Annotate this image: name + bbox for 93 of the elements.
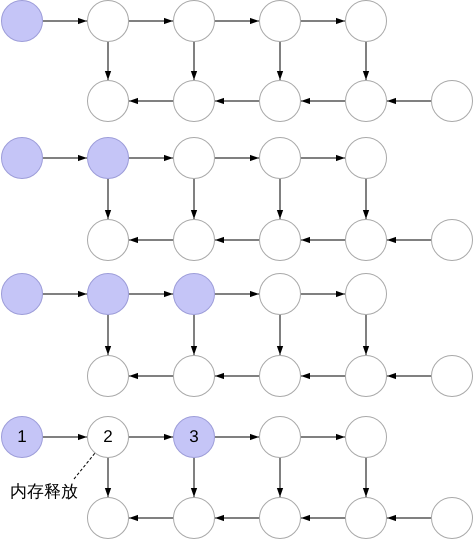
arrow xyxy=(386,372,432,380)
circle xyxy=(345,416,387,458)
circle xyxy=(345,355,387,397)
circle xyxy=(87,497,129,539)
circle xyxy=(431,80,473,122)
arrow xyxy=(276,42,284,80)
arrow xyxy=(128,290,174,298)
arrow xyxy=(104,314,112,356)
arrow xyxy=(128,154,174,162)
arrow xyxy=(362,314,370,356)
filled-circle xyxy=(87,273,129,315)
circle xyxy=(87,0,129,42)
arrow xyxy=(104,458,112,498)
arrow xyxy=(214,434,260,440)
arrow xyxy=(128,236,174,244)
arrow xyxy=(128,372,174,380)
circle xyxy=(87,416,129,458)
arrow xyxy=(276,458,284,498)
circle xyxy=(345,80,387,122)
arrow xyxy=(300,98,346,104)
arrow xyxy=(300,514,346,522)
circle xyxy=(431,355,473,397)
arrow xyxy=(42,290,88,298)
circle xyxy=(431,497,473,539)
circle xyxy=(173,80,215,122)
arrow xyxy=(300,372,346,380)
circle xyxy=(259,355,301,397)
circle xyxy=(345,219,387,261)
circle xyxy=(259,219,301,261)
filled-circle xyxy=(173,273,215,315)
filled-circle xyxy=(87,137,129,179)
arrow xyxy=(214,18,260,24)
node-number: 3 xyxy=(189,427,199,447)
arrow xyxy=(190,42,198,80)
circle xyxy=(431,219,473,261)
filled-circle xyxy=(1,0,43,42)
node-number: 1 xyxy=(17,427,27,447)
arrow xyxy=(104,178,112,220)
circle xyxy=(173,497,215,539)
arrow xyxy=(42,18,88,24)
circle xyxy=(259,273,301,315)
arrow xyxy=(128,98,174,104)
arrow xyxy=(362,178,370,220)
circle xyxy=(87,80,129,122)
circle xyxy=(173,0,215,42)
arrow xyxy=(214,98,260,104)
annotation-label: 内存释放 xyxy=(6,479,82,503)
arrow xyxy=(128,514,174,522)
arrow xyxy=(386,514,432,522)
filled-circle xyxy=(1,137,43,179)
leader-line xyxy=(74,452,96,480)
arrow xyxy=(362,458,370,498)
arrow xyxy=(386,236,432,244)
circle xyxy=(173,137,215,179)
arrow xyxy=(300,236,346,244)
arrow xyxy=(276,314,284,356)
circle xyxy=(87,355,129,397)
arrow xyxy=(214,372,260,380)
circle xyxy=(345,497,387,539)
filled-circle xyxy=(1,273,43,315)
circle xyxy=(345,137,387,179)
circle xyxy=(259,0,301,42)
arrow xyxy=(386,98,432,104)
arrow xyxy=(300,290,346,298)
filled-circle xyxy=(1,416,43,458)
arrow xyxy=(190,314,198,356)
circle xyxy=(259,137,301,179)
arrow xyxy=(42,434,88,440)
circle xyxy=(259,497,301,539)
arrow xyxy=(362,42,370,80)
arrow xyxy=(128,434,174,440)
arrow xyxy=(276,178,284,220)
arrow xyxy=(42,154,88,162)
arrow xyxy=(214,290,260,298)
arrow xyxy=(190,178,198,220)
circle xyxy=(345,273,387,315)
arrow xyxy=(128,18,174,24)
arrow xyxy=(214,514,260,522)
arrow xyxy=(300,154,346,162)
arrow xyxy=(300,18,346,24)
circle xyxy=(345,0,387,42)
circle xyxy=(173,355,215,397)
circle xyxy=(173,219,215,261)
arrow xyxy=(300,434,346,440)
circle xyxy=(259,416,301,458)
circle xyxy=(87,219,129,261)
arrow xyxy=(214,236,260,244)
arrow xyxy=(190,458,198,498)
filled-circle xyxy=(173,416,215,458)
arrow xyxy=(104,42,112,80)
circle xyxy=(259,80,301,122)
arrow xyxy=(214,154,260,162)
node-number: 2 xyxy=(103,427,113,447)
